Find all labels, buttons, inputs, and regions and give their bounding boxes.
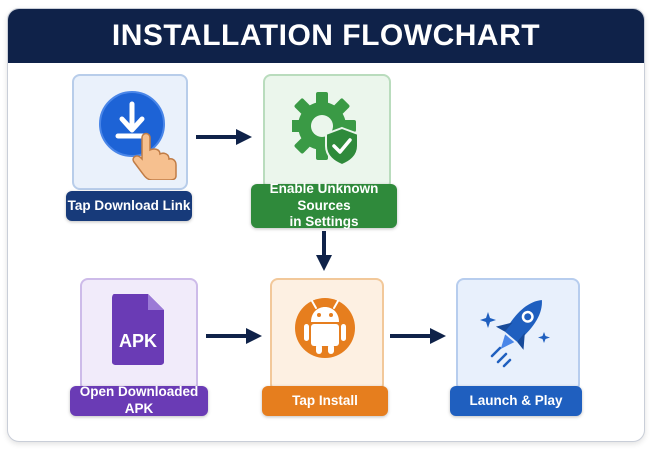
rocket-icon — [480, 290, 556, 370]
gear-shield-icon — [288, 88, 362, 172]
arrow-apk-to-install — [206, 326, 264, 351]
apk-file-icon-text: APK — [119, 331, 157, 351]
apk-file-icon: APK — [110, 292, 166, 366]
step-launch-label: Launch & Play — [450, 386, 582, 416]
android-icon — [292, 288, 358, 374]
step-enable-label: Enable Unknown Sources in Settings — [251, 180, 397, 230]
arrow-download-to-enable — [196, 127, 254, 152]
step-download-label: Tap Download Link — [66, 191, 192, 221]
title-bar: INSTALLATION FLOWCHART — [8, 9, 644, 63]
step-enable-label-line1: Enable Unknown Sources — [269, 180, 379, 213]
download-tap-icon — [98, 88, 178, 181]
step-enable-label-line2: in Settings — [289, 214, 359, 230]
step-install-label: Tap Install — [262, 386, 388, 416]
step-open-apk-label: Open Downloaded APK — [70, 384, 208, 416]
arrow-install-to-launch — [390, 326, 448, 351]
page-title: INSTALLATION FLOWCHART — [111, 19, 541, 52]
arrow-enable-to-install — [314, 231, 334, 278]
